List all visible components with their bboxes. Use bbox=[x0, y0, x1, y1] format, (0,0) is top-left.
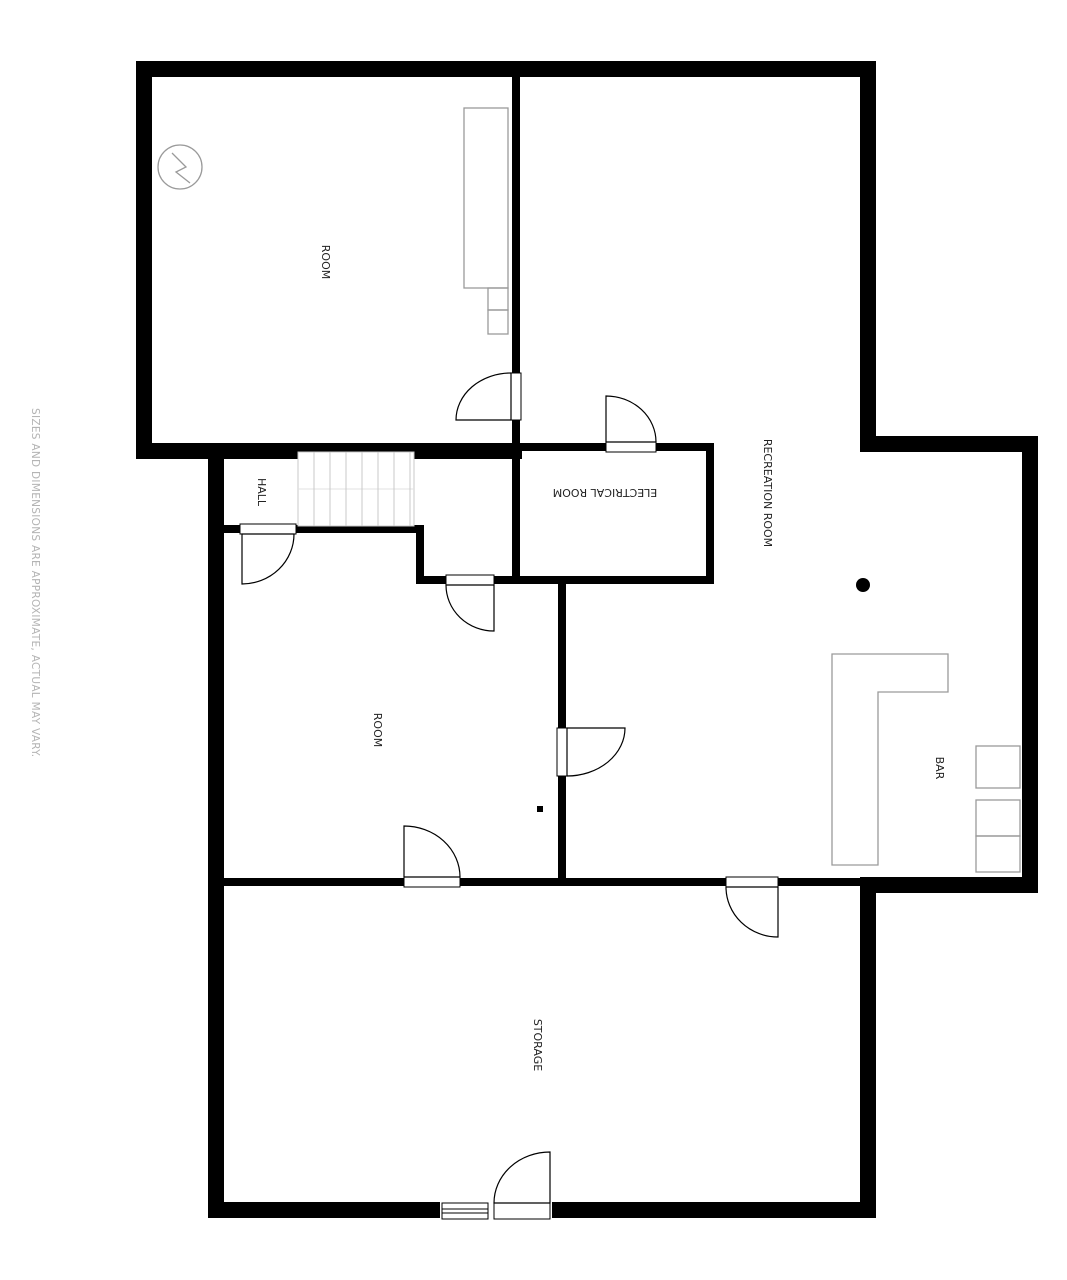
wall-electrical-room bbox=[512, 443, 714, 584]
storage-window bbox=[441, 1202, 489, 1220]
label-electrical-room: ELECTRICAL ROOM bbox=[553, 486, 658, 499]
bar-appliance-2 bbox=[975, 799, 1021, 837]
label-recreation-room: RECREATION ROOM bbox=[761, 439, 774, 547]
bar-appliance-1 bbox=[975, 745, 1021, 789]
floor-drain-icon bbox=[537, 806, 543, 812]
staircase-icon bbox=[297, 451, 415, 527]
door-room-middle-south bbox=[403, 825, 461, 878]
door-room-middle-north bbox=[445, 584, 495, 632]
bar-appliance-3 bbox=[975, 835, 1021, 873]
water-heater-icon bbox=[157, 144, 203, 190]
door-electrical-room bbox=[605, 395, 657, 443]
label-bar: BAR bbox=[933, 757, 946, 780]
exterior-wall-main bbox=[208, 61, 1038, 1218]
label-room-top: ROOM bbox=[319, 245, 332, 279]
label-storage: STORAGE bbox=[531, 1019, 544, 1071]
door-room-middle-east bbox=[566, 727, 626, 777]
door-room-top bbox=[455, 372, 512, 421]
label-room-middle: ROOM bbox=[371, 713, 384, 747]
door-storage-exterior bbox=[493, 1151, 551, 1204]
counter-top-room bbox=[463, 107, 509, 289]
door-hall bbox=[241, 533, 295, 585]
column-post-icon bbox=[856, 578, 870, 592]
label-hall: HALL bbox=[255, 478, 268, 507]
disclaimer-note: SIZES AND DIMENSIONS ARE APPROXIMATE, AC… bbox=[29, 408, 41, 757]
door-storage-north bbox=[725, 886, 779, 938]
bar-counter bbox=[831, 653, 949, 866]
